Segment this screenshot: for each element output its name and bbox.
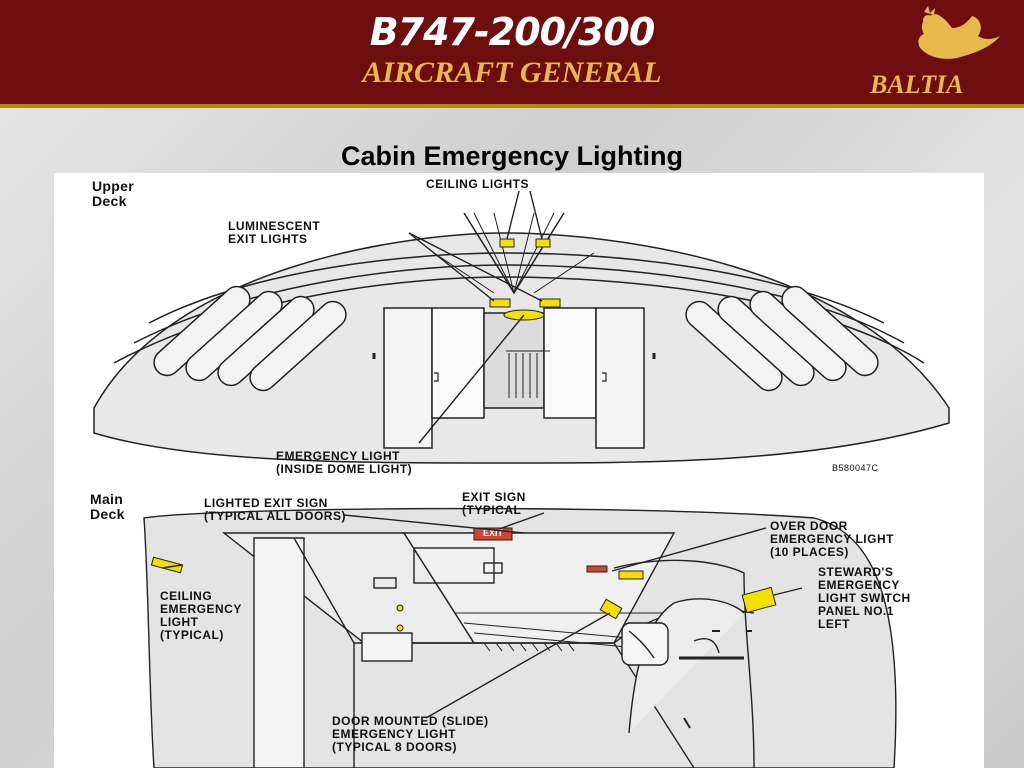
- main-deck-label: Main Deck: [90, 491, 125, 522]
- upper-leader-lines: [408, 190, 543, 444]
- over-door-light-label: OVER DOOR EMERGENCY LIGHT (10 PLACES): [770, 519, 894, 559]
- ceiling-light-left: [499, 238, 515, 248]
- slide-title: B747-200/300: [369, 10, 656, 54]
- diagram-title: Cabin Emergency Lighting: [340, 141, 684, 171]
- cabin-illustration: EXIT: [93, 190, 950, 768]
- upper-deck-label: Upper Deck: [92, 178, 134, 209]
- header-banner: [0, 0, 1024, 104]
- main-leader-lines: [161, 512, 803, 719]
- door-mounted-light-label: DOOR MOUNTED (SLIDE) EMERGENCY LIGHT (TY…: [332, 714, 489, 754]
- ceiling-lights-label: CEILING LIGHTS: [426, 177, 529, 191]
- lighted-exit-sign-label: LIGHTED EXIT SIGN (TYPICAL ALL DOORS): [204, 496, 346, 523]
- exit-sign-label: EXIT SIGN (TYPICAL: [462, 490, 526, 517]
- rooster-logo-icon: [918, 6, 1000, 59]
- upper-stairs: [506, 350, 550, 398]
- logo-wordmark: BALTIA: [870, 70, 964, 99]
- steward-panel-label: STEWARD'S EMERGENCY LIGHT SWITCH PANEL N…: [818, 565, 911, 631]
- ceiling-light-right: [535, 238, 551, 248]
- main-deck-lights: [150, 527, 777, 632]
- luminescent-exit-lights-label: LUMINESCENT EXIT LIGHTS: [228, 219, 321, 246]
- upper-deck-illustration: [93, 212, 950, 464]
- exit-light-left: [489, 298, 511, 308]
- over-door-light: [618, 570, 644, 580]
- diagram-panel: EXIT Upper Deck CEILING LIGHTS LUMINESCE…: [54, 173, 984, 768]
- steward-switch-panel: [741, 586, 777, 614]
- exit-sign-text: EXIT: [483, 528, 504, 538]
- upper-right-windows: [685, 285, 879, 392]
- slide-subtitle: AIRCRAFT GENERAL: [362, 56, 662, 89]
- ceiling-emergency-light-label: CEILING EMERGENCY LIGHT (TYPICAL): [160, 589, 242, 642]
- upper-left-windows: [153, 285, 347, 392]
- main-deck-seats: [483, 642, 575, 652]
- ceiling-emergency-light: [150, 556, 184, 574]
- exit-light-right: [539, 298, 561, 308]
- figure-code: B580047C: [832, 463, 879, 473]
- header-divider: [0, 104, 1024, 108]
- exit-sign-small: [586, 565, 608, 573]
- emergency-light-label: EMERGENCY LIGHT (INSIDE DOME LIGHT): [276, 449, 413, 476]
